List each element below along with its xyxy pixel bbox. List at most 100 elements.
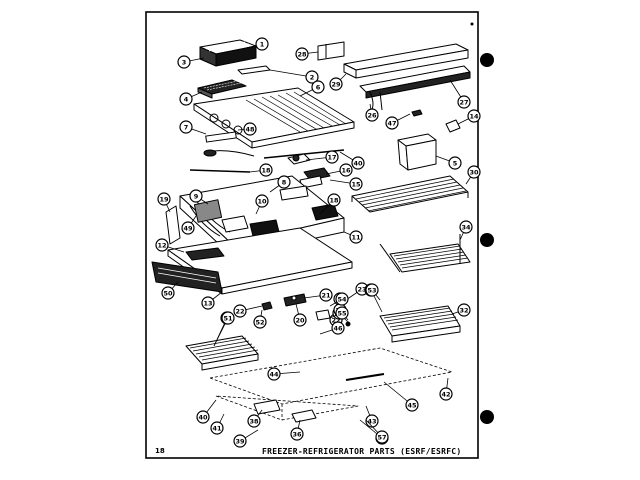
- callout-number: 50: [163, 289, 173, 297]
- callout-circle: [253, 315, 267, 329]
- callout-c38: 38: [247, 409, 263, 428]
- callout-number: 26: [367, 111, 377, 119]
- diagram-frame: [145, 11, 479, 459]
- callout-number: 28: [297, 50, 307, 58]
- callout-circle: [259, 163, 273, 177]
- callout-circle: [189, 189, 203, 203]
- callout-c1: 1: [245, 37, 269, 51]
- part-bar-46: [345, 373, 385, 381]
- part-bracket-7: [205, 131, 237, 143]
- callout-circle: [329, 77, 343, 91]
- callout-c8: 8: [269, 175, 291, 193]
- callout-number: 57: [377, 433, 386, 441]
- callout-number: 44: [269, 370, 279, 378]
- callout-circle: [311, 80, 325, 94]
- callout-number: 30: [469, 168, 479, 176]
- callout-layer: 1234567891011121314151617181819202122222…: [155, 37, 481, 448]
- callout-leader: [269, 69, 313, 78]
- callout-circle: [161, 286, 175, 300]
- callout-number: 49: [183, 224, 193, 232]
- callout-number: 51: [223, 314, 233, 322]
- callout-number: 39: [235, 437, 245, 445]
- callout-number: 29: [331, 80, 341, 88]
- callout-c10: 10: [255, 194, 269, 215]
- callout-number: 23: [357, 285, 366, 293]
- corner-mark: [470, 22, 474, 26]
- callout-circle: [243, 122, 257, 136]
- callout-number: 41: [212, 424, 222, 432]
- callout-c32: 32: [451, 303, 471, 317]
- callout-number: 17: [327, 153, 336, 161]
- part-wire-shelf-30: [351, 175, 469, 213]
- callout-circle: [349, 230, 363, 244]
- callout-number: 34: [461, 223, 471, 231]
- diagram-caption: FREEZER-REFRIGERATOR PARTS (ESRF/ESRFC): [262, 447, 462, 456]
- callout-circle: [196, 410, 210, 424]
- callout-number: 38: [249, 417, 259, 425]
- callout-c48: 48: [237, 122, 257, 136]
- callout-number: 11: [351, 233, 361, 241]
- callout-circle: [439, 387, 453, 401]
- callout-circle: [467, 165, 481, 179]
- callout-number: 10: [257, 197, 267, 205]
- part-bracket-14: [445, 119, 461, 133]
- callout-number: 8: [282, 178, 287, 186]
- callout-c41: 41: [210, 413, 225, 435]
- callout-circle: [293, 313, 307, 327]
- callout-number: 7: [184, 123, 189, 131]
- callout-c39: 39: [233, 429, 259, 448]
- callout-circle: [233, 304, 247, 318]
- callout-circle: [327, 193, 341, 207]
- callout-c42: 42: [439, 377, 453, 401]
- callout-c3: 3: [177, 55, 205, 69]
- callout-number: 2: [310, 73, 315, 81]
- callout-c11: 11: [343, 230, 363, 244]
- part-wire-shelf-32: [379, 305, 461, 343]
- callout-c30: 30: [465, 165, 481, 185]
- callout-circle: [457, 303, 471, 317]
- callout-c5: 5: [435, 155, 462, 170]
- callout-number: 19: [159, 195, 169, 203]
- callout-circle: [365, 283, 379, 297]
- callout-number: 27: [459, 98, 468, 106]
- callout-number: 1: [260, 40, 265, 48]
- callout-number: 16: [341, 166, 351, 174]
- callout-circle: [295, 47, 309, 61]
- callout-circle: [319, 288, 333, 302]
- callout-c26: 26: [365, 103, 379, 122]
- callout-circle: [179, 120, 193, 134]
- callout-circle: [325, 150, 339, 164]
- callout-circle: [385, 116, 399, 130]
- part-freezer-shelf: [193, 87, 355, 149]
- callout-circle: [375, 430, 389, 444]
- callout-number: 47: [387, 119, 396, 127]
- callout-c17: 17: [305, 150, 339, 164]
- callout-c53: 53: [365, 283, 381, 301]
- binder-hole-middle: [480, 233, 494, 247]
- binder-hole-top: [480, 53, 494, 67]
- callout-c47: 47: [385, 113, 411, 130]
- part-bracket-19: [165, 205, 181, 245]
- callout-c16: 16: [325, 163, 353, 177]
- callout-circle: [305, 70, 319, 84]
- part-hinge-clips: [261, 293, 351, 327]
- callout-number: 52: [255, 318, 264, 326]
- callout-number: 18: [329, 196, 339, 204]
- callout-c43: 43: [365, 405, 379, 428]
- callout-number: 53: [367, 286, 376, 294]
- callout-number: 46: [333, 324, 343, 332]
- callout-circle: [233, 434, 247, 448]
- part-bracket-37: [253, 399, 281, 415]
- callout-circle: [155, 238, 169, 252]
- callout-circle: [448, 156, 462, 170]
- callout-c15: 15: [329, 177, 363, 191]
- callout-circle: [179, 92, 193, 106]
- callout-circle: [467, 109, 481, 123]
- parts-layer: [151, 39, 471, 423]
- callout-circle: [457, 95, 471, 109]
- part-grommet-8: [203, 149, 217, 157]
- callout-number: 54: [337, 295, 347, 303]
- callout-circle: [221, 311, 235, 325]
- callout-number: 12: [157, 241, 166, 249]
